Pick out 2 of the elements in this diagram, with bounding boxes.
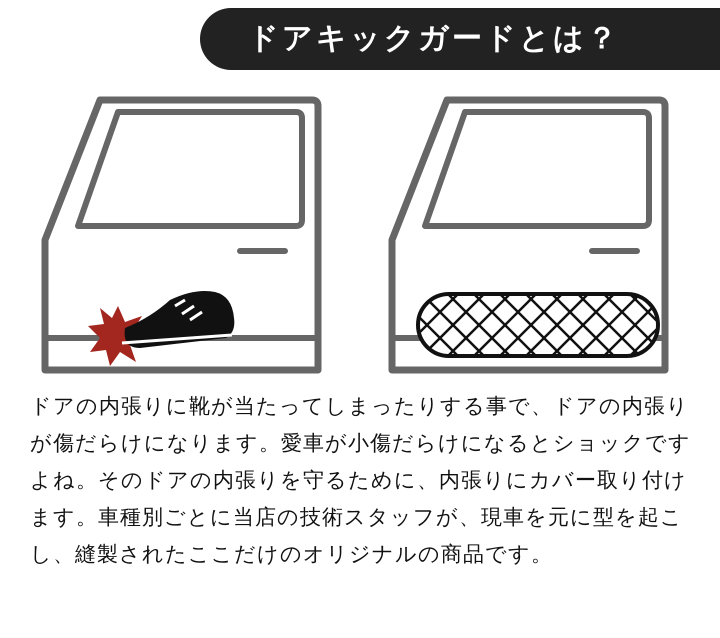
title-banner: ドアキックガードとは？ xyxy=(200,8,720,70)
description-paragraph: ドアの内張りに靴が当たってしまったりする事で、ドアの内張りが傷だらけになります。愛車が小傷だらけになるとショックですよね。そのドアの内張りを守るために、内張りにカバー取り付けます。車種別ごとに当店の技術スタッフが、現車を元に型を起こし、縫製されたここだけのオリジナルの商品です。 xyxy=(30,393,692,568)
